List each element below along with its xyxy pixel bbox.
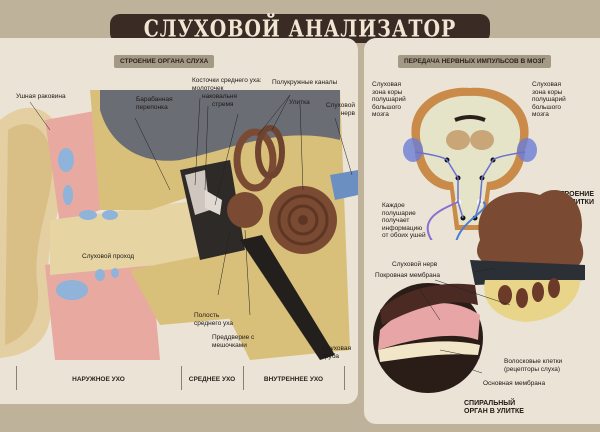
label-auditory-nerve-right: Слуховой нерв — [392, 261, 438, 268]
label-cochlea: Улитка — [289, 99, 310, 106]
label-hair-cells: Волосковые клетки (рецепторы слуха) — [504, 358, 563, 373]
label-organ-of-corti: СПИРАЛЬНЫЙ ОРГАН В УЛИТКЕ — [464, 400, 524, 415]
ear-anatomy-illustration — [0, 90, 358, 360]
page-title: СЛУХОВОЙ АНАЛИЗАТОР — [143, 14, 457, 43]
label-semicircular-canals: Полукружные каналы — [272, 79, 338, 86]
divider — [16, 366, 17, 390]
label-ossicles: Косточки среднего уха: — [192, 77, 262, 84]
label-auditory-zone-right: Слуховая зона коры полушарий большого мо… — [532, 81, 566, 118]
ear-sections-legend: НАРУЖНОЕ УХО СРЕДНЕЕ УХО ВНУТРЕННЕЕ УХО — [16, 368, 346, 390]
label-malleus: молоточек — [192, 85, 224, 92]
divider — [344, 366, 345, 390]
label-middle-ear-cavity: Полость среднего уха — [194, 312, 234, 327]
label-auricle: Ушная раковина — [16, 93, 66, 100]
divider — [181, 366, 182, 390]
label-tectorial-membrane: Покровная мембрана — [375, 272, 440, 279]
label-auditory-zone-left: Слуховая зона коры полушарий большого мо… — [372, 81, 406, 118]
label-each-hemisphere: Каждое полушарие получает информацию от … — [382, 202, 426, 239]
cochlea-section-illustration — [373, 190, 585, 393]
label-incus: наковальня — [202, 93, 238, 100]
section-inner-ear: ВНУТРЕННЕЕ УХО — [263, 375, 324, 383]
label-stapes: стремя — [212, 101, 234, 108]
label-vestibule: Преддверие с мешочками — [212, 334, 255, 349]
label-basilar-membrane: Основная мембрана — [483, 380, 546, 387]
section-outer-ear: НАРУЖНОЕ УХО — [72, 375, 125, 383]
nerve-transmission-heading: ПЕРЕДАЧА НЕРВНЫХ ИМПУЛЬСОВ В МОЗГ — [398, 55, 552, 68]
section-middle-ear: СРЕДНЕЕ УХО — [188, 375, 236, 383]
divider — [243, 366, 244, 390]
brain-illustration — [403, 87, 537, 240]
label-ear-canal: Слуховой проход — [82, 253, 135, 260]
label-auditory-tube: Слуховая труба — [322, 345, 352, 360]
label-cochlea-structure: СТРОЕНИЕ УЛИТКИ — [555, 191, 594, 206]
label-eardrum: Барабанная перепонка — [136, 96, 173, 111]
label-auditory-nerve: Слуховой нерв — [325, 102, 355, 117]
ear-structure-heading: СТРОЕНИЕ ОРГАНА СЛУХА — [114, 55, 215, 68]
